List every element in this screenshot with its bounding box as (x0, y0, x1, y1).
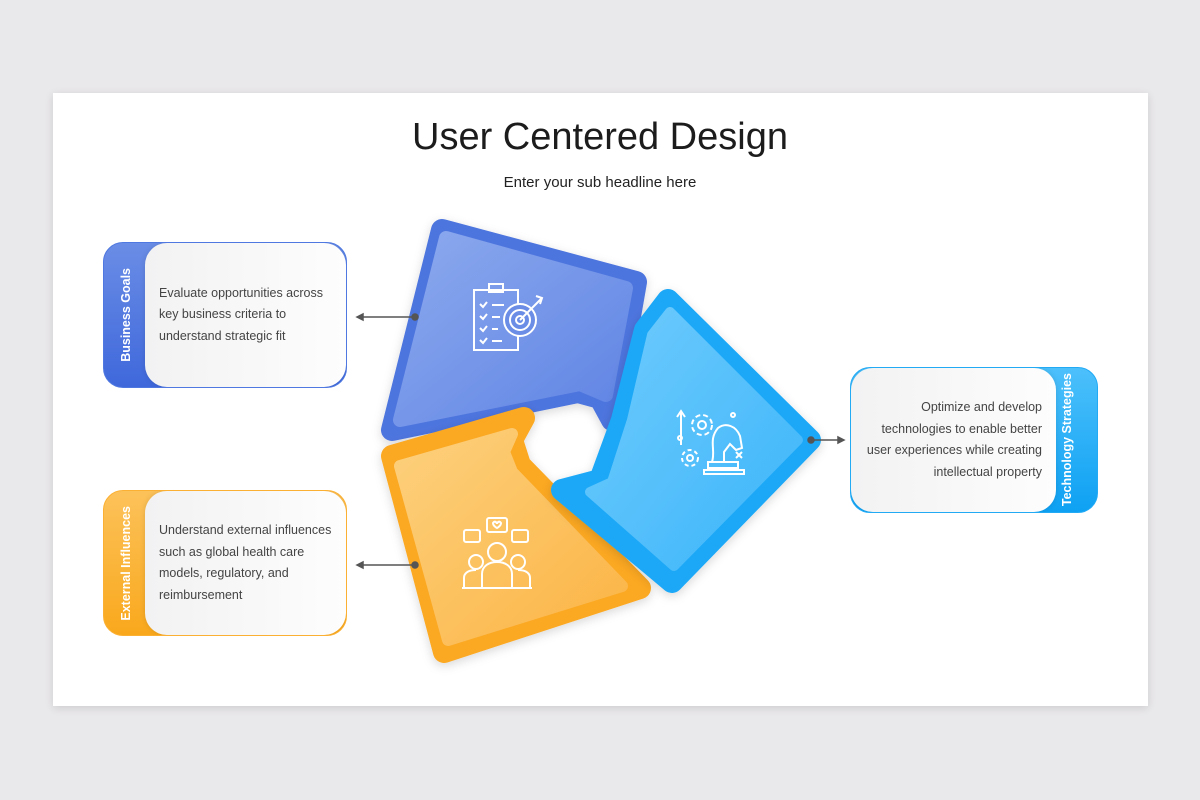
segment-business-goals (381, 219, 647, 441)
tab-business-goals: Business Goals (104, 243, 148, 387)
tab-external-influences: External Influences (104, 491, 148, 635)
label-technology-strategies: Technology Strategies (1060, 373, 1074, 507)
page-subtitle: Enter your sub headline here (503, 174, 697, 191)
chess-knight-strategy-icon (676, 409, 745, 475)
label-external-influences: External Influences (118, 505, 133, 621)
connector-external-influences (355, 560, 419, 570)
connector-technology-strategies (807, 435, 846, 445)
segment-technology-strategies (551, 289, 821, 593)
card-business-goals: Business Goals Evaluate opportunities ac… (103, 242, 347, 388)
text-technology-strategies: Optimize and develop technologies to ena… (866, 400, 1042, 479)
card-technology-strategies: Technology Strategies Optimize and devel… (850, 367, 1098, 513)
label-business-goals: Business Goals (118, 268, 133, 362)
people-hearts-icon (462, 517, 532, 589)
clipboard-target-icon (473, 283, 544, 351)
page-title: User Centered Design (412, 116, 788, 158)
connector-business-goals (355, 312, 419, 322)
tab-technology-strategies: Technology Strategies (1053, 368, 1097, 512)
text-business-goals: Evaluate opportunities across key busine… (159, 285, 323, 343)
text-external-influences: Understand external influences such as g… (159, 523, 332, 602)
card-external-influences: External Influences Understand external … (103, 490, 347, 636)
